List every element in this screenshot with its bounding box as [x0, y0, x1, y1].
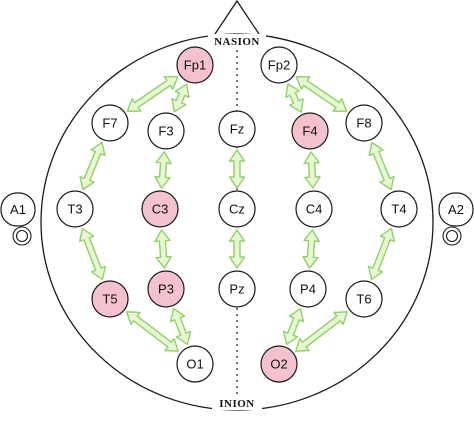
inion-label-bg: [212, 396, 262, 410]
electrode-t5: T5: [91, 280, 129, 318]
electrode-circle: [345, 280, 383, 318]
right-ear: A2: [438, 192, 474, 246]
nasion-label-bg: [208, 34, 266, 48]
electrode-label: C3: [152, 202, 169, 217]
electrode-o1: O1: [176, 345, 214, 383]
electrode-circle: [218, 270, 256, 308]
arrow-f4-c4: [303, 151, 321, 189]
arrow-fp2-f8: [295, 76, 348, 112]
electrode-circle: [141, 190, 179, 228]
electrode-label: Pz: [229, 282, 244, 297]
arrow-t3-t5: [78, 227, 107, 281]
electrode-label: O1: [186, 357, 203, 372]
electrode-fp1: Fp1: [176, 46, 214, 84]
electrode-label: Cz: [229, 202, 245, 217]
electrode-label: Fp2: [268, 58, 290, 73]
arrow-f8-t4: [368, 141, 395, 191]
arrow-fp2-f4: [285, 83, 304, 113]
electrode-t4: T4: [380, 190, 418, 228]
electrode-label: T3: [67, 202, 82, 217]
inion-label: INION: [219, 398, 255, 410]
electrode-label: Fp1: [184, 58, 206, 73]
electrode-circle: [56, 190, 94, 228]
electrode-circle: [218, 110, 256, 148]
electrode-circle: [91, 280, 129, 318]
electrode-label: P3: [158, 282, 174, 297]
arrow-f3-c3: [154, 151, 172, 189]
electrode-f3: F3: [147, 112, 185, 150]
electrode-label: F4: [302, 124, 317, 139]
electrode-label: F3: [158, 124, 173, 139]
electrode-circle: [147, 270, 185, 308]
electrode-label: Fz: [230, 122, 244, 137]
electrode-circle: [380, 190, 418, 228]
electrode-circle: [295, 190, 333, 228]
electrode-label: T4: [391, 202, 406, 217]
ear-label-a2: A2: [448, 202, 464, 217]
electrode-f4: F4: [291, 112, 329, 150]
electrode-label: F8: [356, 116, 371, 131]
nose-shape: [211, 0, 263, 38]
arrow-cz-pz: [228, 229, 246, 269]
electrode-label: P4: [300, 282, 316, 297]
electrode-label: C4: [306, 202, 323, 217]
electrode-circle: [260, 345, 298, 383]
arrow-t4-t6: [367, 227, 396, 281]
electrode-circle: [176, 46, 214, 84]
electrode-pz: Pz: [218, 270, 256, 308]
electrode-circle: [345, 104, 383, 142]
ear-label-a1: A1: [10, 202, 26, 217]
arrow-t5-o1: [126, 311, 179, 352]
arrow-c4-p4: [302, 229, 320, 269]
arrow-t6-o2: [295, 311, 348, 352]
electrode-circle: [218, 190, 256, 228]
electrode-f7: F7: [91, 104, 129, 142]
electrode-circle: [260, 46, 298, 84]
electrode-label: T6: [356, 292, 371, 307]
connection-arrows: [78, 76, 396, 352]
electrode-c4: C4: [295, 190, 333, 228]
electrode-t6: T6: [345, 280, 383, 318]
electrode-p4: P4: [289, 270, 327, 308]
arrow-fp1-f7: [126, 76, 179, 112]
electrode-fp2: Fp2: [260, 46, 298, 84]
electrode-circle: [147, 112, 185, 150]
electrode-circle: [176, 345, 214, 383]
electrode-circle: [91, 104, 129, 142]
electrode-circle: [289, 270, 327, 308]
electrode-o2: O2: [260, 345, 298, 383]
electrode-label: T5: [102, 292, 117, 307]
electrode-label: F7: [102, 116, 117, 131]
arrow-fz-cz: [228, 149, 246, 189]
arrow-p3-o1: [169, 307, 192, 346]
arrow-f7-t3: [79, 141, 106, 191]
electrode-f8: F8: [345, 104, 383, 142]
arrow-fp1-f3: [171, 83, 190, 113]
nasion-label: NASION: [214, 36, 260, 48]
electrode-circle: [291, 112, 329, 150]
left-ear: A1: [0, 192, 36, 246]
electrode-c3: C3: [141, 190, 179, 228]
electrode-fz: Fz: [218, 110, 256, 148]
electrode-cz: Cz: [218, 190, 256, 228]
electrode-p3: P3: [147, 270, 185, 308]
arrow-c3-p3: [154, 229, 172, 269]
arrow-p4-o2: [282, 307, 305, 346]
electrode-t3: T3: [56, 190, 94, 228]
electrode-label: O2: [270, 357, 287, 372]
